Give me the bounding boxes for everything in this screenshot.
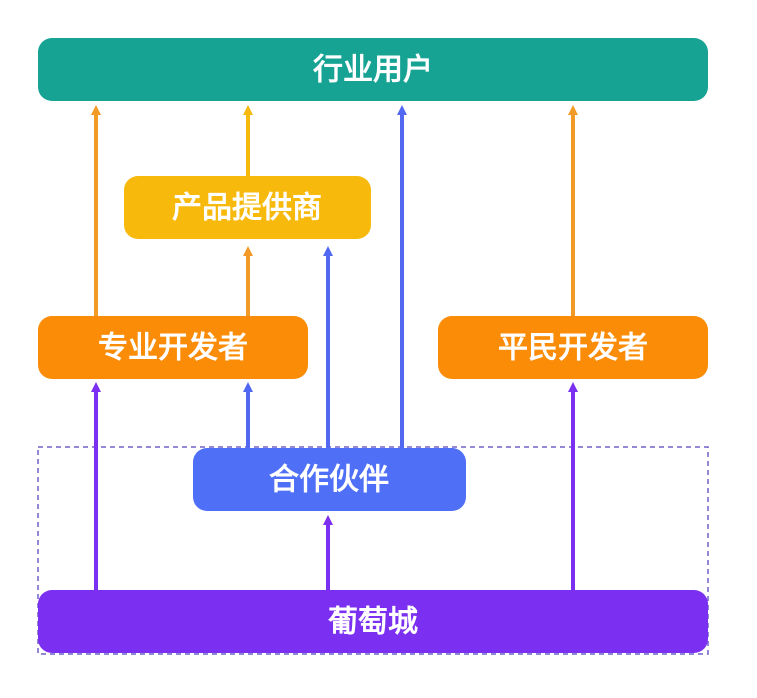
node-partner: 合作伙伴 — [193, 448, 466, 511]
node-civilian-developer: 平民开发者 — [438, 316, 708, 379]
node-partner-label: 合作伙伴 — [269, 463, 389, 498]
node-industry-users-label: 行业用户 — [312, 53, 433, 88]
node-putaocheng-label: 葡萄城 — [328, 605, 418, 640]
partner-group-outline — [37, 446, 709, 655]
node-civilian-developer-label: 平民开发者 — [498, 331, 648, 366]
node-putaocheng: 葡萄城 — [38, 590, 708, 653]
node-industry-users: 行业用户 — [38, 38, 708, 101]
node-pro-developer-label: 专业开发者 — [98, 331, 248, 366]
node-product-provider-label: 产品提供商 — [172, 191, 322, 226]
node-product-provider: 产品提供商 — [124, 176, 371, 239]
node-pro-developer: 专业开发者 — [38, 316, 308, 379]
